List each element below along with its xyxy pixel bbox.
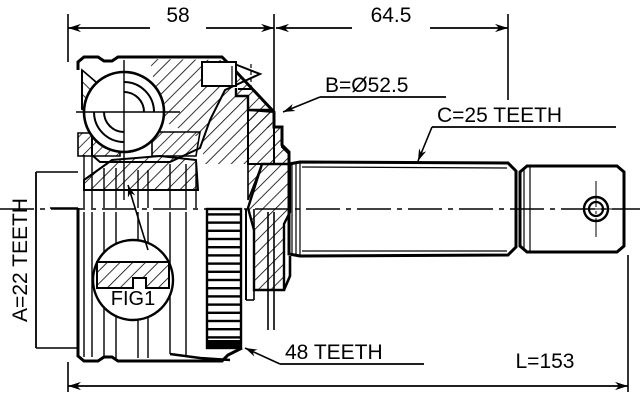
abs-tone-ring-base [207, 340, 241, 349]
housing-to-shaft-lower [282, 256, 292, 291]
inner-race-right-band [151, 131, 201, 157]
dimension-64-5: 64.5 [276, 4, 509, 100]
housing-boot-groove [201, 61, 237, 87]
dim58-text: 58 [166, 4, 189, 27]
ball-arc-4 [103, 111, 125, 133]
cv-joint-assembly: FIG1 [0, 55, 640, 363]
shaft-outline [287, 160, 518, 258]
label-diameter-b: B=Ø52.5 [282, 74, 446, 113]
label-spline-c: C=25 TEETH [417, 104, 616, 162]
fig1-label: FIG1 [111, 288, 155, 310]
dim645-text-bg [352, 14, 430, 36]
abs-tone-ring [205, 207, 243, 350]
labelC-text: C=25 TEETH [437, 104, 562, 127]
housing-lower-step [169, 352, 231, 362]
labelB-text: B=Ø52.5 [325, 74, 408, 97]
label48-text: 48 TEETH [285, 341, 383, 364]
labelC-leader [417, 126, 433, 162]
housing-outer-contour-lower [76, 346, 243, 363]
dim58-text-bg [150, 14, 206, 36]
dimension-58: 58 [67, 4, 275, 112]
dim645-text: 64.5 [371, 4, 412, 27]
outer-joint-housing [76, 55, 292, 363]
shaft-edge-top-inner [301, 166, 508, 169]
housing-right-hatch [247, 108, 275, 165]
housing-boot-lip [238, 88, 252, 90]
label-abs-ring: 48 TEETH [244, 341, 424, 365]
label-spline-a: A=22 TEETH [9, 171, 78, 349]
dimension-total-length: L=153 [67, 255, 629, 392]
labelA-text: A=22 TEETH [9, 198, 32, 322]
label48-leader [244, 347, 281, 365]
ball-arc-2 [123, 91, 145, 113]
ball-arc-3 [93, 111, 125, 143]
housing-collar-hatch [273, 126, 290, 165]
dimL-text-bg [494, 359, 596, 383]
dimL-text: L=153 [516, 350, 575, 373]
labelB-leader [282, 96, 321, 113]
housing-section-hatch-upper [150, 59, 272, 164]
fig1-detail-bubble: FIG1 [91, 184, 175, 322]
fig1-leader-line [127, 184, 149, 251]
fig1-section-detail [96, 261, 170, 289]
ball-arc-1 [123, 81, 155, 113]
